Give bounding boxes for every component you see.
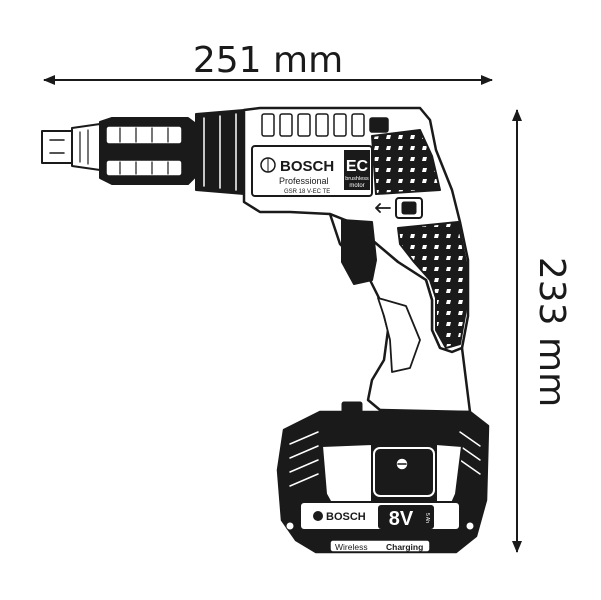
width-dimension-label: 251 mm xyxy=(193,40,343,81)
battery-bosch-logo-icon xyxy=(313,511,323,521)
battery-release-latch[interactable] xyxy=(373,447,435,497)
battery-capacity: 5 Ah xyxy=(424,513,430,523)
ec-badge-text: EC xyxy=(346,158,369,175)
wireless-label: Wireless xyxy=(335,542,368,552)
ec-badge xyxy=(344,150,370,190)
brand-label-panel: BOSCH Professional GSR 18 V-EC TE EC bru… xyxy=(251,145,373,197)
screwdriver-illustration: BOSCH Professional GSR 18 V-EC TE EC bru… xyxy=(41,106,490,554)
depth-stop xyxy=(99,117,197,185)
width-dimension: 251 mm xyxy=(43,40,493,85)
arrow-left-icon xyxy=(375,203,391,213)
direction-switch[interactable] xyxy=(375,197,423,219)
battery-pack: BOSCH 8V 5 Ah Wireless Charging xyxy=(276,410,490,554)
bit-holder xyxy=(41,123,101,171)
trigger[interactable] xyxy=(341,219,377,285)
battery-brand: BOSCH xyxy=(326,511,366,523)
height-dimension: 233 mm xyxy=(512,109,572,553)
brand-name: BOSCH xyxy=(280,158,334,175)
height-dimension-label: 233 mm xyxy=(531,257,572,407)
vent-slots xyxy=(261,113,389,137)
model-number: GSR 18 V-EC TE xyxy=(284,189,330,195)
motor-label: motor xyxy=(349,183,364,189)
charging-label: Charging xyxy=(386,542,423,552)
handle-grip-pad xyxy=(397,221,467,349)
battery-voltage: 8V xyxy=(389,508,414,530)
brushless-label: brushless xyxy=(345,176,369,182)
top-grip-pad xyxy=(371,129,441,195)
product-line: Professional xyxy=(279,176,329,186)
